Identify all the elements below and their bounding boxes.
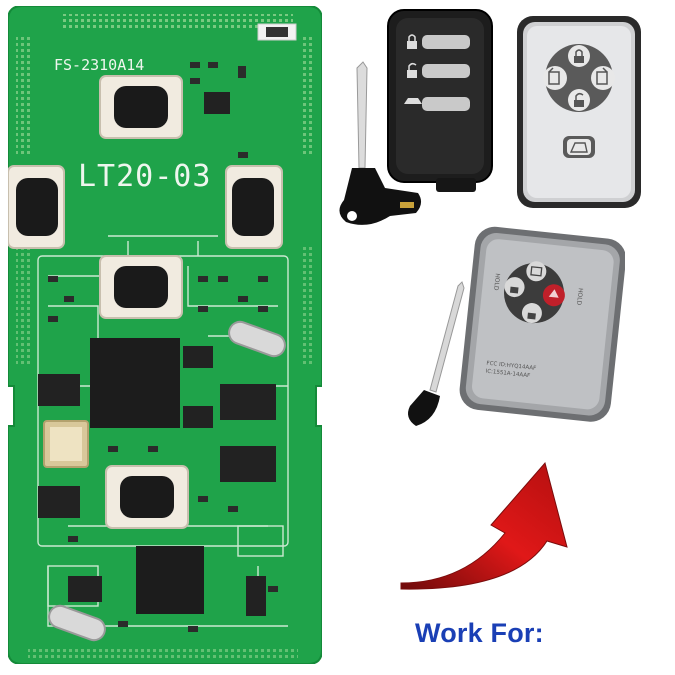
ic-id-text: IC:1551A-14AAF [485,369,530,380]
rf-chip [136,546,204,614]
tactile-button [99,75,183,139]
work-for-caption: Work For: [415,618,544,648]
red-curved-arrow-icon [400,461,568,590]
main-chip [90,338,180,428]
lock-icon [407,34,417,49]
unlock-icon [568,89,590,111]
pcb-board-label: LT20-03 [78,159,211,194]
unlock-icon [407,62,417,78]
silver-smart-key-image [517,16,641,208]
tactile-button [225,165,283,249]
tactile-button [8,165,65,249]
hold-label-left: HOLD [492,273,501,291]
lock-icon [504,277,525,298]
sliding-door-icon [543,66,567,90]
pcb-board-image: FS-2310A14 LT20-03 [8,6,322,664]
unlock-icon [521,303,542,324]
car-trunk-icon [563,136,595,158]
sliding-door-icon [591,66,615,90]
sliding-door-icon [526,261,547,282]
hold-label-right: HOLD [575,288,584,306]
panic-icon [542,284,565,307]
lock-icon [568,45,590,67]
black-smart-key-image [339,9,493,225]
fcc-id-text: FCC ID:HYQ14AAF [486,361,536,372]
pcb-model-label: FS-2310A14 [54,56,144,74]
car-trunk-icon [404,98,422,104]
tactile-button [105,465,189,529]
gray-smart-key-image: HOLD HOLD FCC ID:HYQ14AAF IC:1551A-14AAF [408,226,625,426]
tactile-button [99,255,183,319]
